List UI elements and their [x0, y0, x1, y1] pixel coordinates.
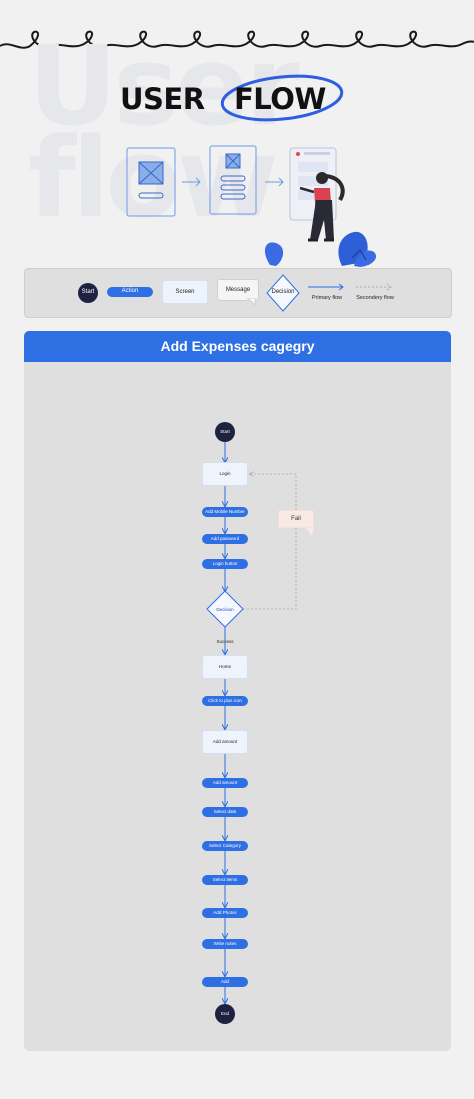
legend-primary-arrow [308, 283, 344, 291]
home-screen: Home [202, 655, 248, 679]
add-password-action: Add password [202, 534, 248, 544]
title-ellipse-decoration [220, 74, 344, 122]
legend-secondary-label: Secondery flow [356, 295, 394, 301]
legend-start-label: Start [81, 289, 95, 295]
add-photos-action: Add Photos [202, 908, 248, 918]
legend-primary-label: Primary flow [311, 295, 343, 301]
end-node: End [215, 1004, 235, 1024]
select-items-action: Select items [202, 875, 248, 885]
select-category-action: Select Category [202, 841, 248, 851]
legend-bar: Start Action Screen Message Decision Pri… [24, 268, 452, 318]
legend-action-label: Action [121, 288, 139, 294]
header: User flow USER FLOW [0, 0, 474, 267]
legend-message-label: Message [225, 287, 251, 293]
legend-start-symbol [78, 283, 98, 303]
flow-connectors [206, 442, 315, 1051]
success-label: Success [216, 639, 234, 644]
title-flow: FLOW [234, 82, 326, 116]
wireframe-illustration [126, 145, 377, 267]
flow-card: Add Expenses cagegry [24, 331, 451, 1051]
start-node: Start [215, 422, 235, 442]
decision-diamond [206, 590, 244, 628]
add-action: Add [202, 977, 248, 987]
write-notes-action: Write notes [202, 939, 248, 949]
legend-message-tail [247, 298, 257, 306]
wavy-line-decoration [0, 30, 474, 49]
title-user: USER [120, 82, 205, 116]
select-date-action: Select date [202, 807, 248, 817]
fail-message: Fail [291, 516, 301, 522]
flow-title: Add Expenses cagegry [24, 331, 451, 362]
login-screen: Login [202, 462, 248, 486]
legend-secondary-arrow [356, 283, 392, 291]
add-mobile-action: Add Mobile Number [202, 507, 248, 517]
legend-decision-symbol [266, 274, 300, 312]
click-plus-action: Click to plus icon [202, 696, 248, 706]
login-button-action: Login button [202, 559, 248, 569]
legend-decision-label: Decision [271, 289, 295, 295]
add-amount-action: Add amount [202, 778, 248, 788]
legend-action-symbol [107, 287, 153, 297]
decision-label: Decision [216, 607, 234, 612]
legend-screen-symbol [162, 280, 208, 304]
page-title: USER FLOW [120, 74, 350, 130]
legend-message-symbol [217, 279, 259, 301]
legend-screen-label: Screen [175, 289, 195, 295]
add-amount-screen: Add amount [202, 730, 248, 754]
